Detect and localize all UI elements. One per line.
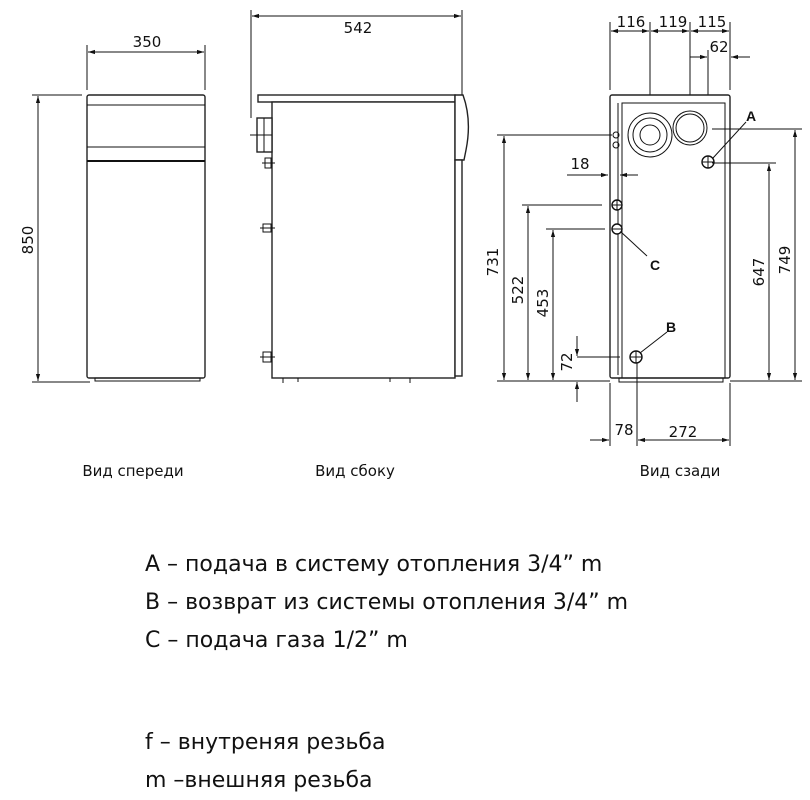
dim-731: 731 <box>484 248 502 277</box>
legend-item-a: A – подача в систему отопления 3/4” m <box>145 552 603 577</box>
dim-522: 522 <box>509 276 527 305</box>
height-dimension: 850 <box>19 226 37 255</box>
front-view-caption: Вид спереди <box>82 462 183 480</box>
label-c: C <box>650 257 660 273</box>
dim-272: 272 <box>669 423 698 441</box>
fitting-a <box>701 155 715 169</box>
air-intake <box>672 110 708 146</box>
fitting-b <box>629 350 643 364</box>
dim-749: 749 <box>776 246 794 275</box>
fitting-c <box>611 199 623 235</box>
legend-item-m: m –внешняя резьба <box>145 768 373 793</box>
side-body <box>271 101 456 379</box>
dim-119: 119 <box>659 13 688 31</box>
dim-115: 115 <box>698 13 727 31</box>
legend-item-f: f – внутреняя резьба <box>145 730 386 755</box>
dim-647: 647 <box>750 258 768 287</box>
label-b: B <box>666 319 676 335</box>
dim-72: 72 <box>558 352 576 371</box>
width-dimension: 350 <box>133 33 162 51</box>
label-a: A <box>746 108 756 124</box>
front-view: 350 850 Вид спереди <box>19 33 206 480</box>
dim-18: 18 <box>570 155 589 173</box>
back-view: 116 119 115 62 A <box>484 13 802 480</box>
legend-item-b: B – возврат из системы отопления 3/4” m <box>145 590 629 615</box>
legend-item-c: C – подача газа 1/2” m <box>145 628 408 653</box>
flue-pipe <box>627 112 673 158</box>
front-body <box>86 94 206 379</box>
side-view: 542 Вид сбоку <box>250 10 470 480</box>
depth-dimension: 542 <box>344 19 373 37</box>
dim-62: 62 <box>709 38 728 56</box>
side-view-caption: Вид сбоку <box>315 462 395 480</box>
dim-116: 116 <box>617 13 646 31</box>
side-connectors <box>260 157 275 363</box>
dim-453: 453 <box>534 289 552 318</box>
dim-78: 78 <box>614 421 633 439</box>
back-view-caption: Вид сзади <box>640 462 721 480</box>
